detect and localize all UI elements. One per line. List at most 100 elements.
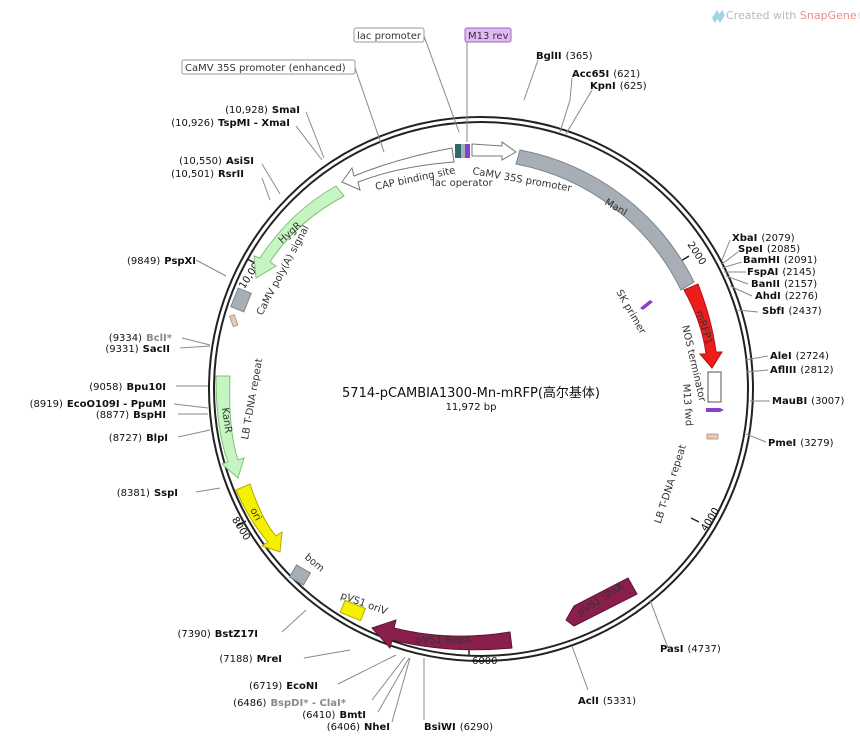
site-spei[interactable]: SpeI(2085) (738, 244, 800, 255)
site-kpni[interactable]: KpnI(625) (590, 81, 647, 92)
site-pasi[interactable]: PasI(4737) (660, 644, 721, 655)
site-bpu10i[interactable]: (9058)Bpu10I (89, 382, 166, 393)
svg-text:(6486)BspDI* - ClaI*: (6486)BspDI* - ClaI* (233, 698, 347, 709)
svg-text:(8381)SspI: (8381)SspI (117, 488, 178, 499)
feature-label-m13-fwd: M13 fwd (680, 383, 694, 426)
feature-pvs1-oriv[interactable]: pVS1 oriV (339, 590, 389, 622)
callout-lac-promoter[interactable]: lac promoter (353, 27, 460, 133)
site-nhei[interactable]: (6406)NheI (327, 722, 390, 733)
site-asisi[interactable]: (10,550)AsiSI (179, 156, 254, 167)
svg-text:BsiWI(6290): BsiWI(6290) (424, 722, 493, 733)
plasmid-backbone (208, 116, 754, 662)
feature-label-pvs1-repa: pVS1 RepA (416, 635, 471, 646)
site-pspxi[interactable]: (9849)PspXI (127, 256, 196, 267)
svg-text:(8727)BlpI: (8727)BlpI (109, 433, 168, 444)
svg-text:(8919)EcoO109I - PpuMI: (8919)EcoO109I - PpuMI (30, 399, 166, 410)
svg-text:(10,926)TspMI - XmaI: (10,926)TspMI - XmaI (171, 118, 290, 129)
site-smai[interactable]: (10,928)SmaI (225, 105, 300, 116)
svg-text:AclI(5331): AclI(5331) (578, 696, 636, 707)
site-sbfi[interactable]: SbfI(2437) (762, 306, 822, 317)
svg-text:Created with SnapGene®: Created with SnapGene® (726, 9, 860, 22)
site-bstz17i[interactable]: (7390)BstZ17I (177, 629, 258, 640)
svg-text:MauBI(3007): MauBI(3007) (772, 396, 845, 407)
feature-label-lac-operator: lac operator (432, 178, 493, 189)
svg-text:AflIII(2812): AflIII(2812) (770, 365, 834, 376)
site-afliii[interactable]: AflIII(2812) (770, 365, 834, 376)
feature-lac-operator[interactable]: lac operator (432, 144, 493, 189)
site-banii[interactable]: BanII(2157) (751, 279, 817, 290)
callout-label-m13-rev: M13 rev (468, 31, 509, 42)
site-alei[interactable]: AleI(2724) (770, 351, 829, 362)
svg-text:(6410)BmtI: (6410)BmtI (302, 710, 366, 721)
svg-text:AleI(2724): AleI(2724) (770, 351, 829, 362)
watermark-prefix: Created with (726, 9, 800, 22)
site-bamhi[interactable]: BamHI(2091) (743, 255, 817, 266)
site-maubi[interactable]: MauBI(3007) (772, 396, 845, 407)
site-eco0109i-ppumi[interactable]: (8919)EcoO109I - PpuMI (30, 399, 166, 410)
site-acc65i[interactable]: Acc65I(621) (572, 69, 640, 80)
site-econi[interactable]: (6719)EcoNI (249, 681, 318, 692)
site-blpi[interactable]: (8727)BlpI (109, 433, 168, 444)
site-fspai[interactable]: FspAI(2145) (747, 267, 816, 278)
svg-text:KpnI(625): KpnI(625) (590, 81, 647, 92)
site-bspdi-clai[interactable]: (6486)BspDI* - ClaI* (233, 698, 347, 709)
feature-camv-polya[interactable]: CaMV poly(A) signal (230, 224, 312, 318)
site-pmei[interactable]: PmeI(3279) (768, 438, 834, 449)
watermark-brand: SnapGene (800, 9, 857, 22)
svg-text:(10,928)SmaI: (10,928)SmaI (225, 105, 300, 116)
svg-text:(6719)EcoNI: (6719)EcoNI (249, 681, 318, 692)
svg-text:XbaI(2079): XbaI(2079) (732, 233, 795, 244)
svg-text:(10,550)AsiSI: (10,550)AsiSI (179, 156, 254, 167)
feature-ori[interactable]: ori (235, 483, 283, 553)
svg-text:FspAI(2145): FspAI(2145) (747, 267, 816, 278)
svg-text:PasI(4737): PasI(4737) (660, 644, 721, 655)
watermark-mark: ® (857, 9, 860, 22)
svg-text:(9334)BclI*: (9334)BclI* (109, 333, 173, 344)
site-acli[interactable]: AclI(5331) (578, 696, 636, 707)
svg-text:SpeI(2085): SpeI(2085) (738, 244, 800, 255)
svg-text:(9058)Bpu10I: (9058)Bpu10I (89, 382, 166, 393)
site-bcli[interactable]: (9334)BclI* (109, 333, 173, 344)
svg-text:(9849)PspXI: (9849)PspXI (127, 256, 196, 267)
feature-bom[interactable]: bom (288, 552, 327, 586)
svg-text:BanII(2157): BanII(2157) (751, 279, 817, 290)
svg-text:(8877)BspHI: (8877)BspHI (96, 410, 166, 421)
feature-label-rb-t-dna-repeat: LB T-DNA repeat (653, 443, 689, 525)
feature-m13-fwd[interactable]: M13 fwd (680, 383, 724, 427)
svg-text:Acc65I(621): Acc65I(621) (572, 69, 640, 80)
site-xbai[interactable]: XbaI(2079) (732, 233, 795, 244)
plasmid-name: 5714-pCAMBIA1300-Mn-mRFP(高尔基体) (342, 385, 600, 401)
site-tspmi-xmai[interactable]: (10,926)TspMI - XmaI (171, 118, 290, 129)
svg-text:BamHI(2091): BamHI(2091) (743, 255, 817, 266)
scale-tick-2000: 2000 (680, 240, 708, 267)
snapgene-watermark: Created with SnapGene® (712, 9, 860, 23)
svg-text:(7188)MreI: (7188)MreI (219, 654, 282, 665)
snapgene-logo-icon (712, 10, 725, 23)
feature-lb-t-dna-repeat[interactable]: LB T-DNA repeat (228, 314, 265, 441)
site-leaders (173, 59, 770, 723)
feature-label-ori: ori (247, 506, 263, 523)
feature-hygr[interactable]: HygR (253, 185, 345, 279)
feature-mani[interactable]: ManI (515, 149, 695, 291)
site-ahdi[interactable]: AhdI(2276) (755, 291, 818, 302)
plasmid-size: 11,972 bp (446, 402, 497, 413)
site-rsrii[interactable]: (10,501)RsrII (171, 169, 244, 180)
feature-label-sk-primer: SK primer (613, 288, 648, 337)
svg-text:SbfI(2437): SbfI(2437) (762, 306, 822, 317)
feature-kanr[interactable]: KanR (215, 375, 245, 479)
site-bmti[interactable]: (6410)BmtI (302, 710, 366, 721)
site-mrei[interactable]: (7188)MreI (219, 654, 282, 665)
site-bsiwi[interactable]: BsiWI(6290) (424, 722, 493, 733)
feature-label-kanr: KanR (219, 407, 233, 434)
site-bglii[interactable]: BglII(365) (536, 51, 593, 62)
site-bsphi[interactable]: (8877)BspHI (96, 410, 166, 421)
site-sacii[interactable]: (9331)SacII (105, 344, 170, 355)
svg-text:AhdI(2276): AhdI(2276) (755, 291, 818, 302)
svg-text:(10,501)RsrII: (10,501)RsrII (171, 169, 244, 180)
site-sspi[interactable]: (8381)SspI (117, 488, 178, 499)
callout-m13-rev[interactable]: M13 rev (464, 27, 512, 142)
feature-sk-primer[interactable]: SK primer (613, 288, 653, 337)
feature-pvs1-repa[interactable]: pVS1 RepA (371, 619, 513, 651)
callout-camv-35s-enhanced[interactable]: CaMV 35S promoter (enhanced) (181, 59, 385, 153)
